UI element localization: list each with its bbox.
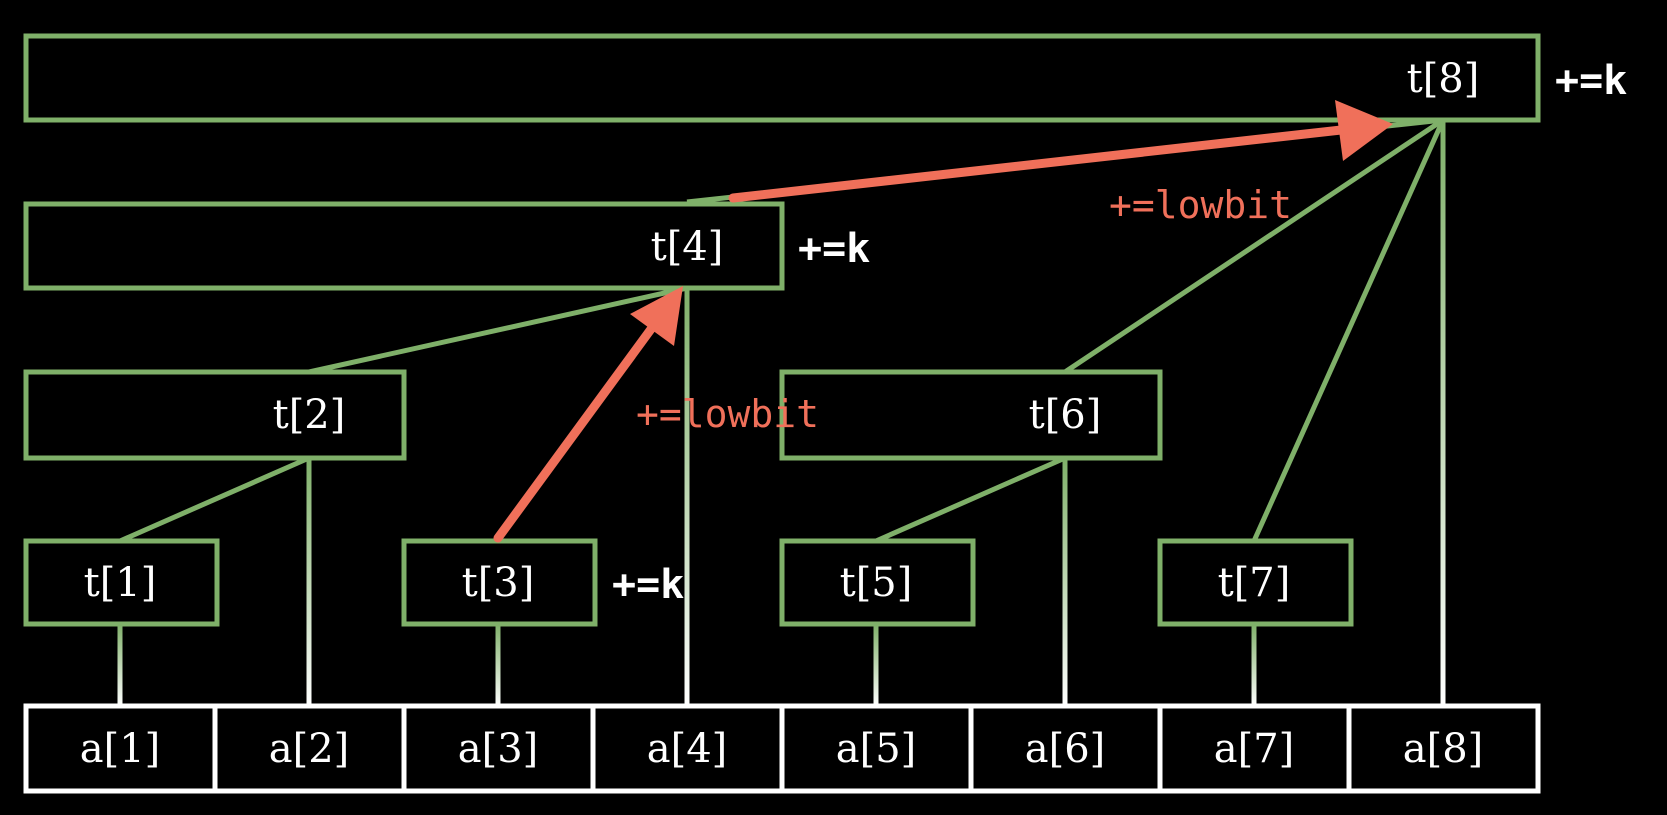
tree-label-t7: t[7] (1218, 560, 1291, 606)
array-label-a3: a[3] (458, 726, 539, 772)
array-label-a5: a[5] (836, 726, 917, 772)
array-label-a2: a[2] (269, 726, 350, 772)
array-label-a1: a[1] (80, 726, 161, 772)
tree-node-t4 (23, 201, 785, 291)
tree-node-t2 (23, 369, 407, 461)
tree-label-t8: t[8] (1407, 56, 1480, 102)
lowbit-label-step1: +=lowbit (636, 392, 819, 436)
edge-t5-t6 (874, 455, 1067, 544)
tree-node-t8 (23, 33, 1541, 123)
tree-label-t3: t[3] (462, 560, 535, 606)
array-label-a8: a[8] (1403, 726, 1484, 772)
array-row: a[1] a[2] a[3] a[4] a[5] a[6] a[7] a[8] (23, 703, 1541, 794)
tree-label-t4: t[4] (651, 224, 724, 270)
tree-label-t2: t[2] (273, 392, 346, 438)
op-label-t8-add: +=k (1555, 58, 1627, 104)
op-label-t4-add: +=k (798, 226, 870, 272)
tree-label-t1: t[1] (84, 560, 157, 606)
tree-label-t6: t[6] (1029, 392, 1102, 438)
arrowhead-t4 (630, 286, 683, 346)
tree-node-t1 (23, 538, 220, 627)
edge-t7-t8 (1251, 118, 1446, 543)
array-cell-a8 (1346, 703, 1541, 794)
array-cell-a6 (968, 703, 1163, 794)
edge-t6-t8 (1063, 117, 1445, 375)
operation-labels: +=k +=k +=k +=lowbit +=lowbit (612, 58, 1627, 608)
array-connectors (117, 120, 1446, 706)
edge-t2-t4 (308, 285, 688, 375)
array-label-a7: a[7] (1214, 726, 1295, 772)
array-label-a4: a[4] (647, 726, 728, 772)
tree-node-t7 (1157, 538, 1354, 627)
update-path (493, 100, 1393, 543)
arrowhead-t8 (1335, 100, 1393, 161)
tree-node-t5 (779, 538, 976, 627)
array-label-a6: a[6] (1025, 726, 1106, 772)
tree-nodes: t[8] t[4] t[2] t[6] t[1] t[3] t[5] t[7] (23, 33, 1541, 627)
update-arrow-t3-to-t4 (493, 320, 659, 543)
tree-node-t6 (779, 369, 1163, 461)
op-label-t3-add: +=k (612, 562, 684, 608)
lowbit-label-step2: +=lowbit (1109, 183, 1292, 227)
tree-label-t5: t[5] (840, 560, 913, 606)
update-arrow-t4-to-t8 (728, 124, 1355, 203)
edge-t1-t2 (118, 455, 311, 544)
